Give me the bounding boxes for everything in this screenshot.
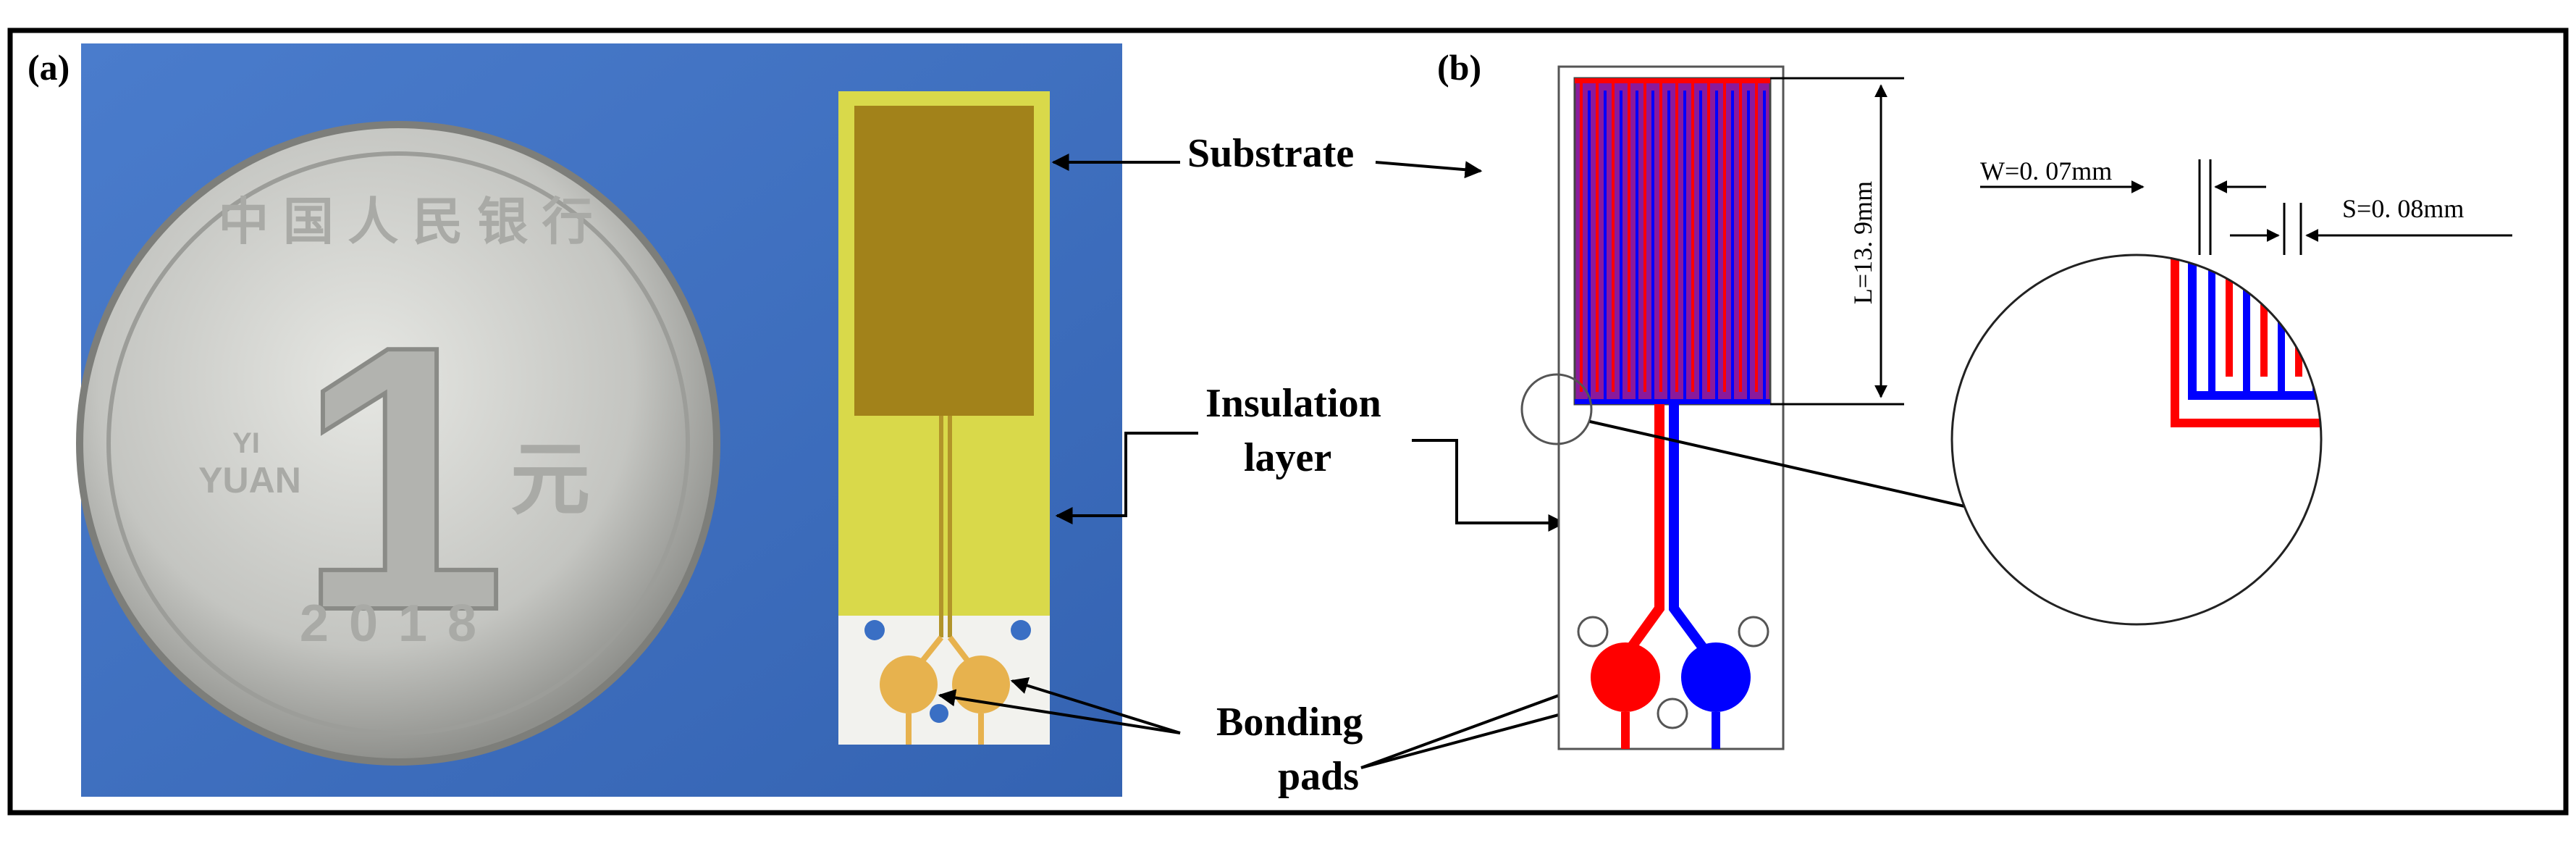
finger-red: [1580, 83, 1583, 392]
finger-red: [1723, 83, 1726, 392]
coin-glyph-yuan: 元: [510, 435, 590, 524]
lead-blue: [1669, 404, 1713, 659]
insulation-arrow-right: [1412, 439, 1566, 532]
sensor-schematic: [1520, 65, 1785, 750]
busbar-top-red: [1575, 78, 1770, 83]
coin-text-yi: YI: [232, 427, 260, 459]
spacing-label: S=0. 08mm: [2342, 194, 2464, 223]
lead-red: [1621, 404, 1664, 659]
finger-blue: [1667, 91, 1670, 399]
sensor-hole-lower: [930, 704, 948, 723]
finger-blue: [1683, 91, 1686, 399]
zoom-finger-blue: [2208, 255, 2215, 398]
panel-b-label: (b): [1437, 47, 1481, 88]
callout-insulation: Insulation layer: [1055, 381, 1566, 532]
mount-hole-left: [1577, 616, 1609, 648]
panel-a-label: (a): [28, 47, 70, 88]
finger-red: [1755, 83, 1758, 392]
zoom-finger-blue: [2243, 255, 2250, 398]
mount-hole-lower: [1657, 698, 1688, 729]
sensor-photo: [838, 91, 1050, 745]
length-label: L=13. 9mm: [1848, 181, 1877, 304]
interdigital-fingers: [1580, 83, 1766, 399]
substrate-arrow-right: [1375, 161, 1483, 179]
bonding-label-line2: pads: [1278, 754, 1359, 799]
finger-blue: [1651, 91, 1654, 399]
coin: 1 中 国 人 民 银 行 YI YUAN 元 2018: [76, 121, 720, 766]
finger-blue: [1715, 91, 1718, 399]
finger-red: [1675, 83, 1678, 392]
zoom-finger-red: [2226, 255, 2233, 377]
insulation-arrow-left: [1055, 432, 1198, 524]
finger-red: [1707, 83, 1710, 392]
substrate-label: Substrate: [1187, 131, 1354, 176]
coin-rim: [106, 151, 690, 735]
finger-blue: [1699, 91, 1702, 399]
bonding-arrow-a-right: [1010, 677, 1181, 734]
sensor-substrate: [854, 106, 1034, 416]
coin-year: 2018: [300, 595, 497, 653]
zoom-busbar-blue: [2188, 391, 2321, 400]
sensor-hole-left: [864, 620, 885, 640]
finger-blue: [1636, 91, 1638, 399]
zoom-busbar-blue-vertical: [2188, 255, 2197, 400]
insulation-label-line2: layer: [1244, 435, 1331, 480]
finger-red: [1643, 83, 1646, 392]
bonding-pad-red: [1591, 642, 1660, 712]
finger-blue: [1763, 91, 1766, 399]
width-dimension: W=0. 07mm: [1980, 156, 2266, 255]
finger-blue: [1731, 91, 1734, 399]
spacing-dimension: S=0. 08mm: [2230, 194, 2512, 255]
finger-blue: [1620, 91, 1622, 399]
detail-zoom: [1950, 254, 2323, 626]
zoom-circle-outline: [1950, 254, 2323, 626]
coin-text-yuan: YUAN: [198, 460, 301, 501]
zoom-busbar-red: [2171, 419, 2321, 427]
finger-red: [1691, 83, 1694, 392]
finger-blue: [1747, 91, 1750, 399]
insulation-label-line1: Insulation: [1205, 381, 1381, 426]
zoom-finger-red: [2260, 255, 2268, 377]
length-dimension: L=13. 9mm: [1770, 77, 1904, 406]
panel-a-photo: 1 中 国 人 民 银 行 YI YUAN 元 2018: [76, 43, 1122, 797]
width-label: W=0. 07mm: [1980, 156, 2112, 185]
zoom-busbar-red-vertical: [2171, 255, 2179, 427]
mount-hole-right: [1738, 616, 1769, 648]
callout-bonding: Bonding pads: [938, 676, 1688, 799]
finger-red: [1612, 83, 1615, 392]
coin-denomination: 1: [297, 268, 506, 689]
busbar-bottom-blue: [1575, 399, 1770, 404]
finger-blue: [1588, 91, 1591, 399]
finger-blue: [1604, 91, 1607, 399]
detail-marker-circle: [1520, 373, 1593, 445]
finger-red: [1628, 83, 1630, 392]
coin-top-legend: 中 国 人 民 银 行: [218, 193, 592, 250]
sensor-hole-right: [1011, 620, 1031, 640]
finger-red: [1739, 83, 1742, 392]
bonding-arrow-a-left: [938, 689, 1181, 734]
interdigital-area: [1573, 77, 1772, 406]
bonding-pad-left: [880, 656, 938, 713]
finger-red: [1596, 83, 1599, 392]
coin-body: [76, 121, 720, 766]
callout-substrate: Substrate: [1051, 131, 1483, 179]
bonding-label-line1: Bonding: [1216, 700, 1363, 745]
finger-red: [1659, 83, 1662, 392]
bonding-pad-blue: [1681, 642, 1751, 712]
